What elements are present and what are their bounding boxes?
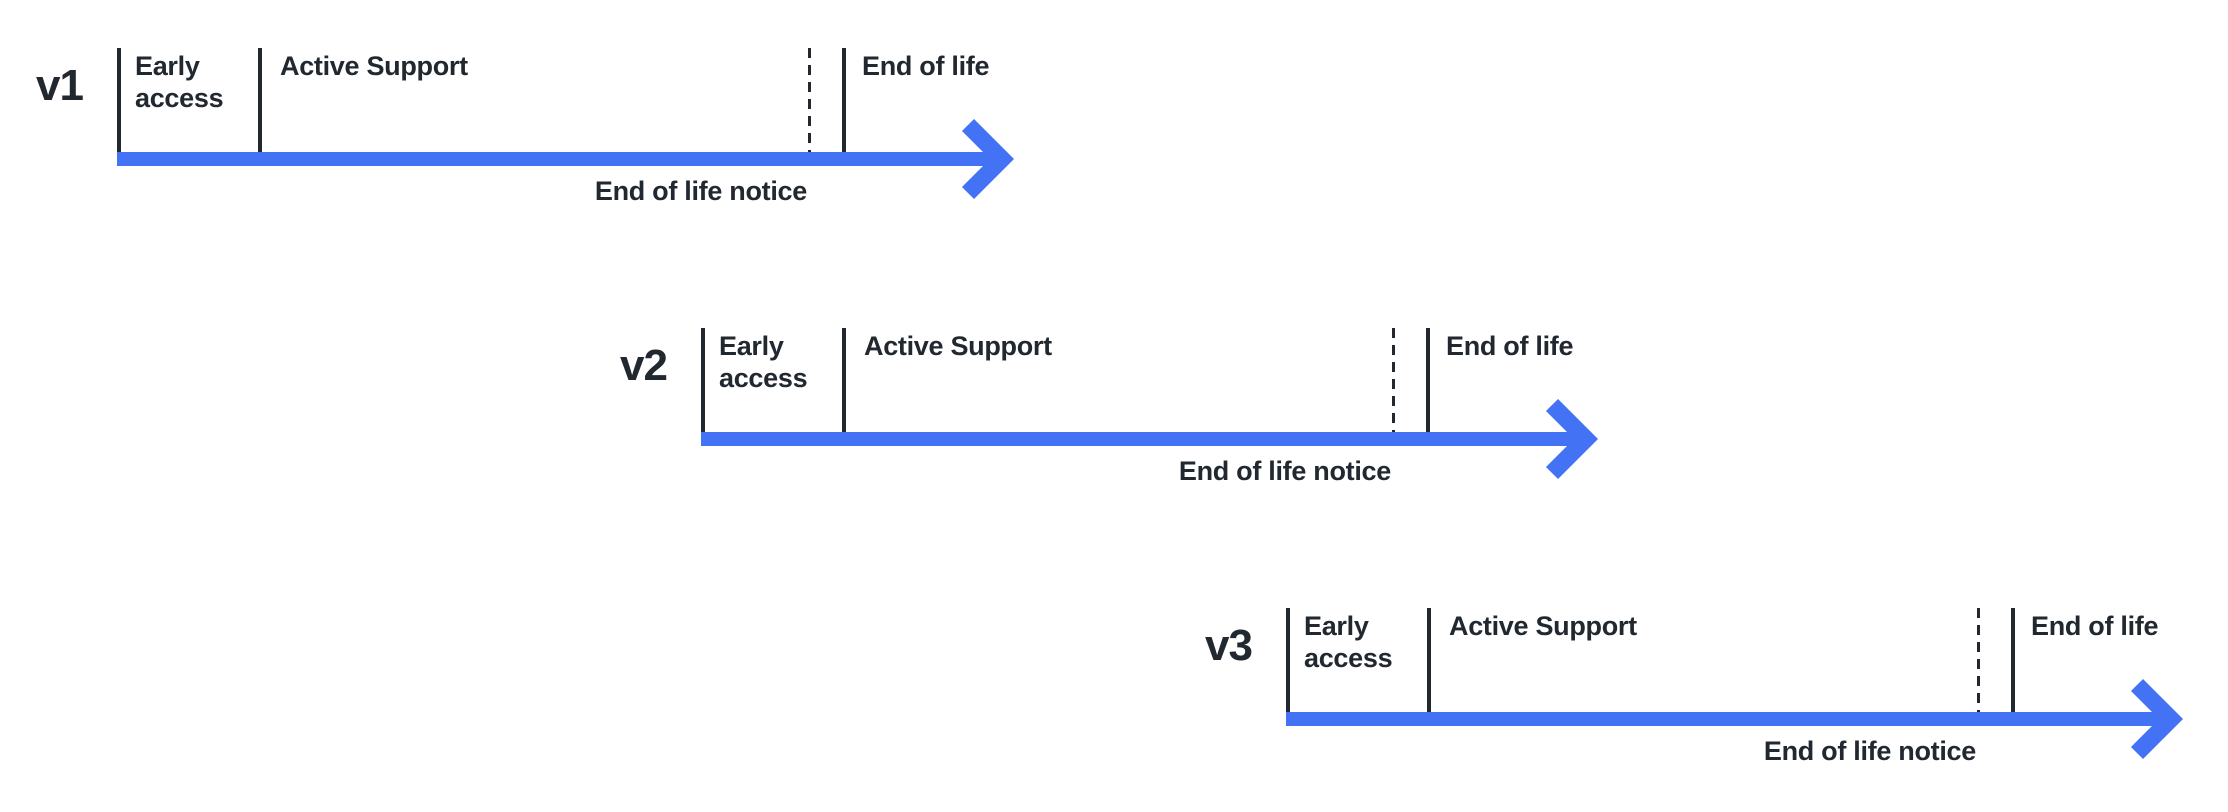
- timeline-row-v3: v3 Early access Active Support End of li…: [1205, 608, 2228, 788]
- version-label: v2: [620, 341, 668, 390]
- end-of-life-notice-dashed-line: [808, 48, 811, 152]
- early-access-tick: [117, 48, 121, 152]
- active-support-label: Active Support: [280, 51, 468, 81]
- end-of-life-tick: [842, 48, 846, 152]
- early-access-label: Early access: [719, 331, 808, 393]
- timeline-arrow-bar: [1286, 712, 2160, 726]
- end-of-life-notice-dashed-line: [1392, 328, 1395, 432]
- early-access-tick: [701, 328, 705, 432]
- end-of-life-label: End of life: [1446, 331, 1574, 361]
- early-access-label: Early access: [1304, 611, 1393, 673]
- active-support-tick: [842, 328, 846, 432]
- active-support-label: Active Support: [864, 331, 1052, 361]
- active-support-tick: [1427, 608, 1431, 712]
- arrowhead-icon: [2130, 678, 2184, 760]
- end-of-life-notice-dashed-line: [1977, 608, 1980, 712]
- timeline-row-v2: v2 Early access Active Support End of li…: [620, 328, 1661, 508]
- version-label: v3: [1205, 621, 1253, 670]
- active-support-tick: [258, 48, 262, 152]
- early-access-label: Early access: [135, 51, 224, 113]
- end-of-life-tick: [1426, 328, 1430, 432]
- end-of-life-notice-label: End of life notice: [1178, 456, 1391, 486]
- end-of-life-label: End of life: [2031, 611, 2159, 641]
- early-access-tick: [1286, 608, 1290, 712]
- version-label: v1: [36, 61, 84, 110]
- end-of-life-label: End of life: [862, 51, 990, 81]
- arrowhead-icon: [961, 118, 1015, 200]
- arrowhead-icon: [1545, 398, 1599, 480]
- timeline-arrow-bar: [117, 152, 991, 166]
- end-of-life-tick: [2011, 608, 2015, 712]
- timeline-arrow-bar: [701, 432, 1575, 446]
- active-support-label: Active Support: [1449, 611, 1637, 641]
- end-of-life-notice-label: End of life notice: [594, 176, 807, 206]
- end-of-life-notice-label: End of life notice: [1763, 736, 1976, 766]
- timeline-row-v1: v1 Early access Active Support End of li…: [36, 48, 1077, 228]
